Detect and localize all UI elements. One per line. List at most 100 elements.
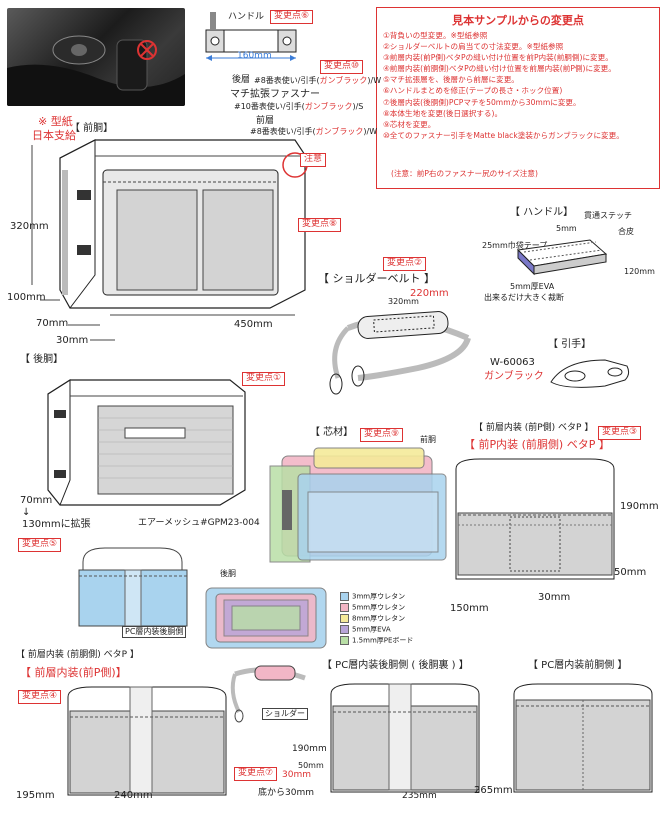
changes-box: 見本サンプルからの変更点 ①背負いの型変更。※型紙参照 ②ショルダーベルトの肩当… — [376, 7, 660, 189]
rear-arrow: ↓ — [22, 507, 31, 518]
front-body-dimension-lines — [31, 145, 295, 341]
change-item: ⑥ハンドルまとめを修正(テープの長さ・ホック位置) — [383, 86, 563, 96]
from-bottom: 底から30mm — [258, 788, 314, 798]
change-1-tag: 変更点① — [242, 372, 286, 386]
shoulder-220: 220mm — [410, 288, 449, 299]
rear-body-title: 【 後胴】 — [20, 354, 64, 365]
front-layer-inner-label: 【 前層内装 (前P側) ベタP 】 — [474, 423, 594, 433]
core-material-rear — [205, 587, 327, 649]
legend-label: 5mm厚EVA — [352, 625, 391, 634]
front-layer-inner-panel — [67, 686, 227, 796]
puller-color: ガンブラック — [484, 371, 544, 382]
pc-rear-inner-back-panel — [330, 683, 480, 793]
change-item: ⑩全てのファスナー引手をMatte black塗装からガンブラックに変更。 — [383, 130, 624, 140]
dim-195: 195mm — [16, 790, 55, 801]
dim-70: 70mm — [36, 318, 69, 329]
legend-item: 5mm厚ウレタン — [340, 603, 405, 612]
core-material-front — [269, 447, 447, 563]
handle-cut: 出来るだけ大きく裁断 — [484, 293, 564, 302]
puller-title: 【 引手】 — [548, 339, 592, 350]
dim-450: 450mm — [234, 319, 273, 330]
change-9-tag: 変更点⑨ — [360, 428, 404, 442]
changes-list: ①背負いの型変更。※型紙参照 ②ショルダーベルトの肩当ての寸法変更。※型紙参照 … — [383, 30, 655, 141]
dim-240: 240mm — [114, 790, 153, 801]
legend-label: 1.5mm厚PEボード — [352, 636, 414, 645]
front-p-inner-label: 【 前P内装 (前胴側) ベタP 】 — [464, 438, 610, 451]
core-legend: 3mm厚ウレタン 5mm厚ウレタン 8mm厚ウレタン 5mm厚EVA 1.5mm… — [340, 592, 430, 652]
dim-50: 50mm — [614, 567, 647, 578]
dim-30b: 30mm — [538, 592, 571, 603]
shoulder-belt-diagram — [329, 311, 471, 395]
dim-50b: 50mm — [298, 761, 324, 770]
pc-front-inner-panel — [513, 683, 653, 793]
shoulder-320: 320mm — [388, 297, 419, 306]
change-10-tag: 変更点⑩ — [320, 60, 364, 74]
dim-190: 190mm — [620, 501, 659, 512]
legend-label: 5mm厚ウレタン — [352, 603, 406, 612]
handle-eva: 5mm厚EVA — [510, 282, 555, 291]
photo-content — [7, 35, 185, 106]
legend-item: 3mm厚ウレタン — [340, 592, 405, 601]
handle-top-dim: 160mm — [237, 51, 272, 61]
change-7-tag: 変更点⑦ — [234, 767, 278, 781]
handle-120: 120mm — [624, 267, 655, 276]
rear-layer-label: 後層 — [232, 75, 251, 85]
handle-stitch: 貫通ステッチ — [584, 211, 632, 220]
pattern-note-1: ※ 型紙 — [38, 115, 73, 128]
caution-tag: 注意 — [300, 153, 327, 167]
handle-leather: 合皮 — [618, 227, 634, 236]
front-p-inner-panel — [455, 458, 615, 580]
reference-photo — [7, 8, 185, 106]
change-item: ⑨芯材を変更。 — [383, 119, 436, 129]
change-2-tag: 変更点② — [383, 257, 427, 271]
front-body-bag — [59, 139, 308, 309]
dim-150: 150mm — [450, 603, 489, 614]
handle-strap-diagram — [205, 12, 297, 61]
change-item: ⑦後層内装(後胴側)PCPマチを50mmから30mmに変更。 — [383, 97, 581, 107]
front-layer-inner-2-red: 【 前層内装(前P側)】 — [20, 666, 127, 679]
legend-item: 5mm厚EVA — [340, 625, 391, 634]
dim-265: 265mm — [474, 785, 513, 796]
core-front-label: 前胴 — [420, 435, 436, 444]
rear-zip-spec: #8番表使い/引手(ガンブラック)/W — [254, 76, 382, 85]
dim-30c: 30mm — [282, 770, 311, 780]
changes-title: 見本サンプルからの変更点 — [452, 14, 584, 27]
handle-detail-diagram — [516, 239, 608, 276]
changes-note: (注意：前P右のファスナー尻のサイズ注意) — [391, 169, 538, 178]
change-item: ⑧本体生地を変更(後日選択する)。 — [383, 108, 503, 118]
shoulder-small-label: ショルダー — [262, 708, 308, 720]
dim-235: 235mm — [402, 791, 437, 801]
change-8-tag: 変更点⑧ — [298, 218, 342, 232]
change-4-tag: 変更点④ — [18, 690, 62, 704]
pc-rear-label: PC層内装後胴側 — [122, 626, 187, 638]
shoulder-small-diagram — [230, 665, 306, 723]
puller-diagram — [550, 359, 630, 388]
change-5-tag: 変更点⑤ — [18, 538, 62, 552]
change-6-tag: 変更点⑥ — [270, 10, 314, 24]
shoulder-title: 【 ショルダーベルト 】 — [318, 272, 435, 285]
handle-tape: 25mm巾袋テープ — [482, 241, 548, 250]
front-layer-label: 前層 — [256, 116, 275, 126]
dim-100: 100mm — [7, 292, 46, 303]
legend-item: 8mm厚ウレタン — [340, 614, 405, 623]
rear-130: 130mmに拡張 — [22, 519, 91, 530]
dim-190b: 190mm — [292, 744, 327, 754]
change-item: ④前層内装(前胴側)ベタPの縫い付け位置を前層内装(前P側)に変更。 — [383, 64, 616, 74]
change-item: ①背負いの型変更。※型紙参照 — [383, 31, 488, 40]
rear-body-bag — [47, 379, 246, 506]
marker-circle — [137, 40, 157, 60]
legend-item: 1.5mm厚PEボード — [340, 636, 413, 645]
change-item: ②ショルダーベルトの肩当ての寸法変更。※型紙参照 — [383, 42, 564, 52]
change-3-tag: 変更点③ — [598, 426, 642, 440]
air-mesh-label: エアーメッシュ#GPM23-004 — [138, 518, 260, 528]
pc-front-inner-title: 【 PC層内装前胴側 】 — [528, 660, 628, 671]
front-body-title: 【 前胴】 — [70, 123, 114, 134]
dim-320: 320mm — [10, 221, 49, 232]
gusset-zip-spec: #10番表使い/引手(ガンブラック)/S — [234, 102, 364, 111]
legend-label: 8mm厚ウレタン — [352, 614, 406, 623]
front-layer-inner-2-label: 【 前層内装 (前胴側) ベタP 】 — [16, 650, 139, 660]
handle-title: 【 ハンドル】 — [510, 207, 574, 218]
core-rear-label: 後胴 — [220, 569, 236, 578]
front-zip-spec: #8番表使い/引手(ガンブラック)/W — [250, 127, 378, 136]
pc-rear-inner-panel — [78, 547, 188, 627]
